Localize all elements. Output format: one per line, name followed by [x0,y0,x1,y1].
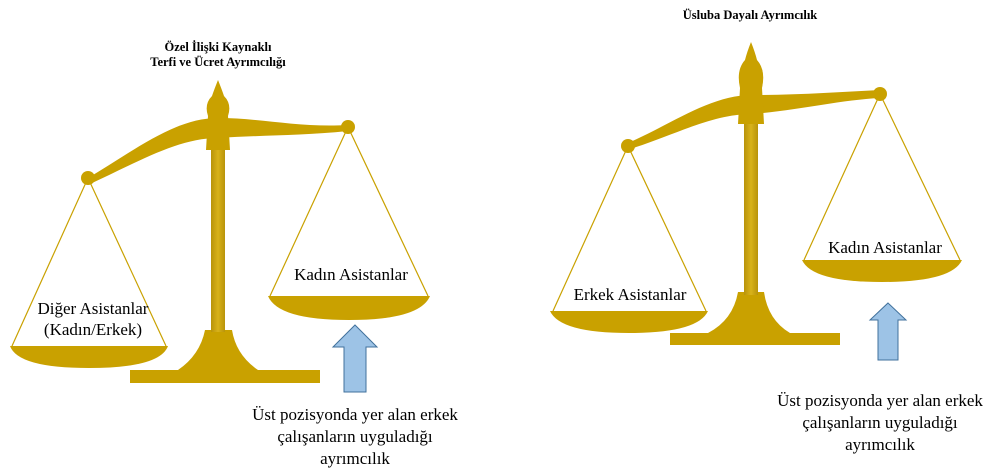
left-note-line2: çalışanların uyguladığı [277,427,433,446]
right-note-line2: çalışanların uyguladığı [802,413,958,432]
left-scale [10,80,430,393]
left-low-pan [10,346,168,368]
right-scale-base [670,333,840,345]
left-low-pan-label: Diğer Asistanlar (Kadın/Erkek) [18,298,168,340]
left-scale-column [211,150,225,332]
right-scale [550,42,962,361]
left-scale-beam [88,118,348,184]
left-high-pan-string [347,126,429,297]
right-scale-title: Üsluba Dayalı Ayrımcılık [682,8,818,22]
left-up-arrow [331,324,379,393]
left-low-pan-string [87,177,167,347]
left-low-pan-string [11,177,89,347]
right-low-pan-string [552,145,629,312]
right-scale-finial [738,42,764,124]
right-low-pan [550,311,708,333]
right-up-arrow [868,302,908,361]
left-high-pan-label: Kadın Asistanlar [294,265,408,284]
left-high-pan [268,296,430,320]
right-note: Üst pozisyonda yer alan erkek çalışanlar… [760,390,998,456]
right-scale-foot [708,292,790,333]
right-high-pan-string [879,93,961,261]
left-high-pan-string [269,126,349,297]
right-low-pan-label: Erkek Asistanlar [573,285,687,304]
left-title-line2: Terfi ve Ücret Ayrımcılığı [150,55,286,69]
left-title-line1: Özel İlişki Kaynaklı [164,40,272,54]
left-low-pan-label-line2: (Kadın/Erkek) [43,320,143,339]
left-scale-title: Özel İlişki Kaynaklı Terfi ve Ücret Ayrı… [118,40,318,70]
right-low-pan-string [627,145,707,312]
right-note-line1: Üst pozisyonda yer alan erkek [777,391,983,410]
left-scale-foot [178,330,258,370]
left-low-pan-label-line1: Diğer Asistanlar [37,299,149,318]
left-note: Üst pozisyonda yer alan erkek çalışanlar… [230,404,480,470]
left-note-line1: Üst pozisyonda yer alan erkek [252,405,458,424]
left-scale-base [130,370,320,383]
right-scale-beam [628,90,880,149]
left-note-line3: ayrımcılık [320,449,390,468]
left-scale-finial [206,80,230,150]
right-high-pan [802,260,962,282]
right-note-line3: ayrımcılık [845,435,915,454]
right-high-pan-string [803,93,881,261]
right-high-pan-label: Kadın Asistanlar [828,238,942,257]
right-scale-column [744,120,758,295]
